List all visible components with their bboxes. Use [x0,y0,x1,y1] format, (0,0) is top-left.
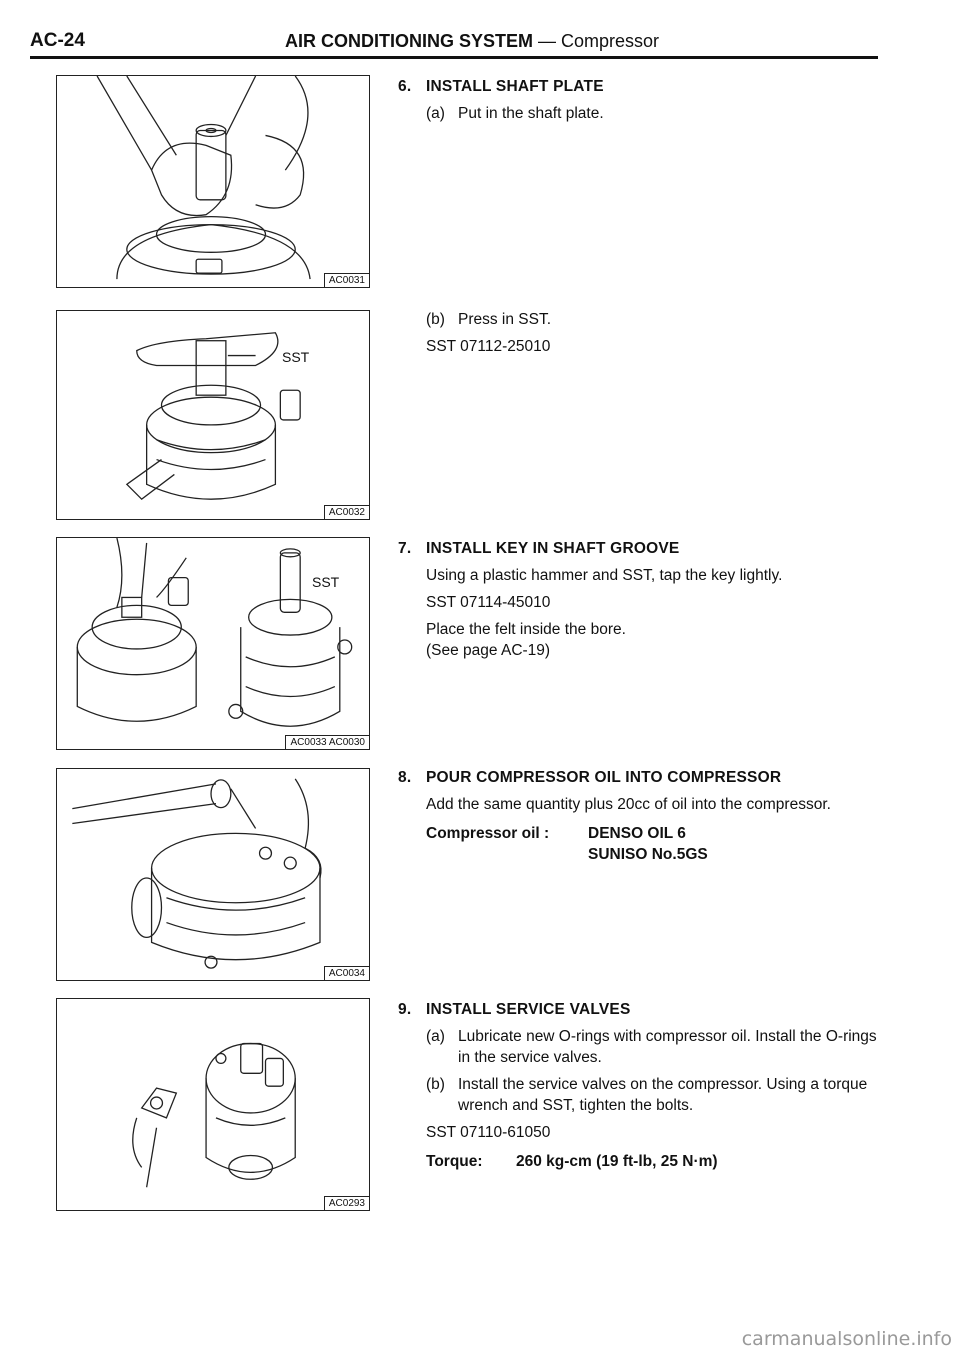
step-7: 7.INSTALL KEY IN SHAFT GROOVE Using a pl… [398,539,888,662]
figure-code: AC0031 [323,273,369,287]
page-code: AC-24 [30,30,85,51]
illustration-key-groove [76,538,353,727]
step-6-b-item: (b)Press in SST. [426,311,552,328]
step-9-b: (b)Install the service valves on the com… [426,1075,868,1114]
step-9-a: (a)Lubricate new O-rings with compressor… [426,1027,877,1066]
sst-number: SST 07112-25010 [426,337,551,355]
step-8: 8.POUR COMPRESSOR OIL INTO COMPRESSOR Ad… [398,768,888,866]
watermark: carmanualsonline.info [741,1328,952,1350]
figure-shaft-plate: AC0031 [56,75,370,288]
step-heading: 6.INSTALL SHAFT PLATE [398,78,604,95]
figure-code: AC0032 [323,505,369,519]
torque-spec: Torque: 260 kg-cm (19 ft-lb, 25 N·m) [426,1152,718,1170]
figure-pour-oil: AC0034 [56,768,370,981]
step-heading: 7.INSTALL KEY IN SHAFT GROOVE [398,540,680,557]
step-9: 9.INSTALL SERVICE VALVES (a)Lubricate ne… [398,1000,888,1172]
section-title: AIR CONDITIONING SYSTEM [285,31,534,51]
step-6-a: (a)Put in the shaft plate. [426,104,604,122]
step-6: 6.INSTALL SHAFT PLATE (a)Put in the shaf… [398,77,888,125]
step-6-b: (b)Press in SST. SST 07112-25010 [398,310,888,358]
figure-code: AC0293 [323,1196,369,1210]
illustration-service-valves [132,1042,296,1188]
sst-label: SST [312,574,340,590]
sst-number: SST 07110-61050 [426,1123,551,1141]
page-title: AIR CONDITIONING SYSTEM — Compressor [285,31,659,52]
figure-code: AC0034 [323,966,369,980]
illustration-shaft-plate [96,76,311,280]
note-line: Place the felt inside the bore. [426,620,626,638]
note-reference: (See page AC-19) [426,641,551,659]
sst-label: SST [282,349,310,365]
step-heading: 9.INSTALL SERVICE VALVES [398,1001,631,1018]
step-text: Add the same quantity plus 20cc of oil i… [426,795,831,813]
illustration-press-sst [125,332,301,501]
figure-service-valves: AC0293 [56,998,370,1211]
header-rule [30,56,878,59]
illustration-pour-oil [72,778,322,969]
sst-number: SST 07114-45010 [426,593,551,611]
title-separator: — [533,31,562,51]
figure-press-sst: SST AC0032 [56,310,370,520]
figure-key-groove: SST AC0033 AC0030 [56,537,370,750]
section-subtitle: Compressor [561,31,660,51]
figure-code: AC0033 AC0030 [285,735,369,749]
step-text: Using a plastic hammer and SST, tap the … [426,566,783,584]
step-heading: 8.POUR COMPRESSOR OIL INTO COMPRESSOR [398,769,782,786]
